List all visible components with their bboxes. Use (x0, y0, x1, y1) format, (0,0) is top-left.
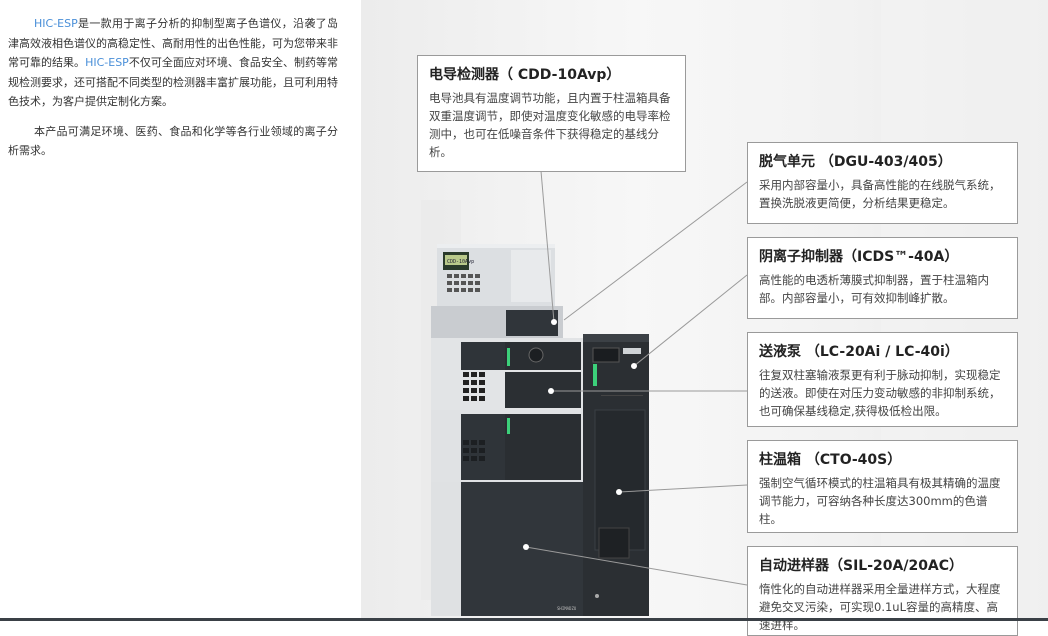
instrument-illustration: CDD-10Avp (421, 0, 1048, 621)
left-stack-unit: CDD-10Avp (431, 244, 583, 616)
leader-lines (525, 170, 748, 586)
intro-text-1a: 是一款用于离子分析的抑制型离子色谱仪，沿袭了岛津高效液相色谱仪的高稳定性、高耐用… (8, 17, 338, 69)
product-name-link-2[interactable]: HIC-ESP (85, 56, 129, 69)
callout-column-oven: 柱温箱 （CTO-40S） 强制空气循环模式的柱温箱具有极其精确的温度调节能力，… (747, 440, 1018, 533)
callout-desc: 高性能的电透析薄膜式抑制器，置于柱温箱内部。内部容量小，可有效抑制峰扩散。 (759, 273, 989, 305)
callout-title: 脱气单元 （DGU-403/405） (759, 154, 952, 170)
product-intro: HIC-ESP是一款用于离子分析的抑制型离子色谱仪，沿袭了岛津高效液相色谱仪的高… (8, 14, 338, 171)
right-tower-unit (583, 334, 649, 616)
callout-title: 柱温箱 （CTO-40S） (759, 452, 902, 468)
callout-title: 电导检测器（ CDD-10Avp） (429, 67, 621, 83)
product-name-link[interactable]: HIC-ESP (34, 17, 78, 30)
callout-desc: 强制空气循环模式的柱温箱具有极其精确的温度调节能力，可容纳各种长度达300mm的… (759, 476, 1001, 526)
callout-conductivity-detector: 电导检测器（ CDD-10Avp） 电导池具有温度调节功能，且内置于柱温箱具备双… (417, 55, 686, 172)
callout-title: 自动进样器（SIL-20A/20AC） (759, 558, 964, 574)
callout-degassing-unit: 脱气单元 （DGU-403/405） 采用内部容量小，具备高性能的在线脱气系统，… (747, 142, 1018, 224)
callout-desc: 往复双柱塞输液泵更有利于脉动抑制，实现稳定的送液。即使在对压力变动敏感的非抑制系… (759, 368, 1001, 418)
callout-desc: 惰性化的自动进样器采用全量进样方式，大程度避免交叉污染，可实现0.1uL容量的高… (759, 582, 1001, 632)
callout-delivery-pump: 送液泵 （LC-20Ai / LC-40i） 往复双柱塞输液泵更有利于脉动抑制，… (747, 332, 1018, 427)
callout-desc: 电导池具有温度调节功能，且内置于柱温箱具备双重温度调节，即使对温度变化敏感的电导… (429, 91, 671, 159)
instrument-figure: CDD-10Avp (361, 0, 1048, 636)
callout-autosampler: 自动进样器（SIL-20A/20AC） 惰性化的自动进样器采用全量进样方式，大程… (747, 546, 1018, 636)
intro-text-1b: 不仅可全面应对环境、食品安全、制药等常规检测要求，还可搭配不同类型的检测器丰富扩… (8, 56, 339, 108)
callout-title: 送液泵 （LC-20Ai / LC-40i） (759, 344, 959, 360)
callout-anion-suppressor: 阴离子抑制器（ICDS™-40A） 高性能的电透析薄膜式抑制器，置于柱温箱内部。… (747, 237, 1018, 319)
intro-paragraph-2: 本产品可满足环境、医药、食品和化学等各行业领域的离子分析需求。 (8, 124, 338, 158)
callout-title: 阴离子抑制器（ICDS™-40A） (759, 249, 959, 265)
intro-paragraph-1: HIC-ESP是一款用于离子分析的抑制型离子色谱仪，沿袭了岛津高效液相色谱仪的高… (8, 14, 338, 112)
bottom-border (0, 618, 1048, 621)
leader-dots (523, 319, 637, 550)
brand-mark-text: SHIMADZU (557, 606, 577, 611)
detector-display-text: CDD-10Avp (447, 259, 474, 265)
callout-desc: 采用内部容量小，具备高性能的在线脱气系统，置换洗脱液更简便，分析结果更稳定。 (759, 178, 1001, 210)
